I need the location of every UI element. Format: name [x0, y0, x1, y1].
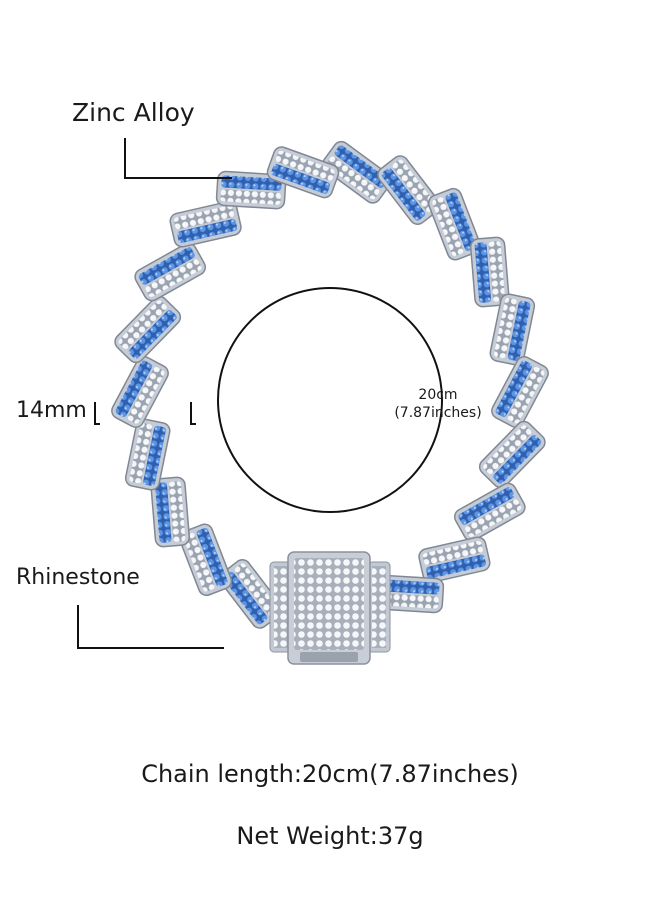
chain-link [124, 418, 171, 491]
chain-link [453, 482, 526, 542]
chain-link [373, 574, 445, 614]
net-weight-spec: Net Weight:37g [236, 822, 424, 850]
clasp [269, 551, 391, 665]
chain-link [489, 293, 536, 366]
chain-link [418, 536, 491, 584]
chain-link [179, 523, 233, 597]
material-label: Zinc Alloy [72, 98, 195, 127]
chain-link [111, 356, 169, 428]
chain-link [377, 155, 441, 225]
chain-link [114, 295, 182, 364]
chain-link [478, 420, 546, 489]
chain-link [491, 356, 549, 428]
chain-link [169, 200, 242, 248]
circumference-imperial: (7.87inches) [394, 405, 482, 421]
circumference-circle [217, 287, 443, 513]
chain-link [427, 187, 481, 261]
chain-link [321, 140, 393, 204]
stone-leader-line [77, 605, 224, 649]
chain-length-spec: Chain length:20cm(7.87inches) [141, 760, 519, 788]
chain-link [266, 146, 340, 199]
stone-label: Rhinestone [16, 565, 140, 590]
circumference-metric: 20cm [418, 387, 458, 403]
chain-links [111, 140, 549, 629]
chain-link [150, 476, 191, 548]
chain-link [469, 236, 510, 308]
width-bracket [94, 402, 196, 425]
chain-link [219, 559, 283, 629]
chain-link [134, 242, 207, 302]
material-leader-line [124, 138, 232, 179]
chain-link [215, 170, 287, 210]
width-label: 14mm [16, 398, 87, 423]
